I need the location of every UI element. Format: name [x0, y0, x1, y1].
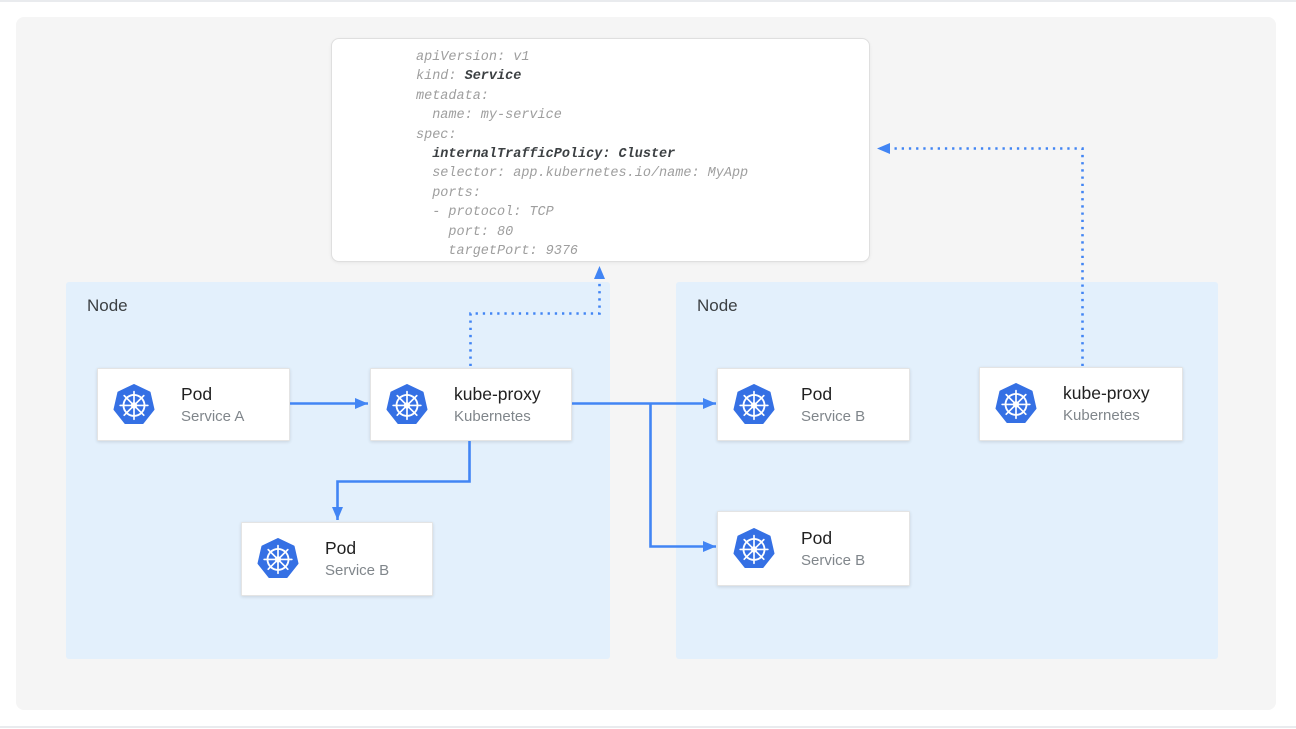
yaml-line: ports:: [416, 184, 869, 203]
yaml-text: port: 80: [416, 224, 514, 240]
yaml-text: - protocol: TCP: [416, 205, 554, 221]
yaml-line: apiVersion: v1: [416, 48, 869, 67]
yaml-text: [416, 147, 432, 162]
kube-proxy-left-card: kube-proxy Kubernetes: [370, 368, 572, 441]
card-subtitle: Service B: [801, 407, 866, 425]
node-left-label: Node: [87, 296, 128, 315]
card-subtitle: Service B: [325, 562, 390, 579]
card-subtitle: Service B: [801, 551, 866, 569]
yaml-line: metadata:: [416, 87, 869, 106]
yaml-line: name: my-service: [416, 106, 869, 125]
yaml-line: selector: app.kubernetes.io/name: MyApp: [416, 164, 869, 183]
card-title: Pod: [801, 527, 833, 548]
yaml-text: targetPort: 9376: [416, 244, 579, 260]
kubernetes-logo-icon: [257, 538, 299, 580]
yaml-text: spec:: [416, 127, 457, 143]
card-title: kube-proxy: [454, 383, 541, 404]
pod-service-b-left-card: Pod Service B: [241, 522, 433, 596]
yaml-text: kind:: [416, 69, 465, 85]
yaml-line: - protocol: TCP: [416, 203, 869, 222]
card-title: Pod: [181, 383, 213, 404]
yaml-text: metadata:: [416, 88, 489, 104]
card-title: Pod: [325, 538, 357, 558]
kubernetes-logo-icon: [733, 384, 775, 426]
yaml-text: selector: app.kubernetes.io/name: MyApp: [416, 166, 749, 182]
service-yaml-card: apiVersion: v1 kind: Service metadata: n…: [331, 38, 870, 262]
node-left: Node: [66, 282, 610, 659]
yaml-line: kind: Service: [416, 67, 869, 86]
card-title: Pod: [801, 383, 833, 404]
page-top-divider: [0, 0, 1296, 2]
pod-service-a-card: Pod Service A: [97, 368, 290, 441]
kubernetes-logo-icon: [995, 383, 1037, 425]
card-subtitle: Kubernetes: [454, 407, 531, 425]
yaml-line: internalTrafficPolicy: Cluster: [416, 145, 869, 164]
kubernetes-logo-icon: [113, 384, 155, 426]
card-title: kube-proxy: [1063, 383, 1150, 403]
page-bottom-divider: [0, 726, 1296, 728]
yaml-text-bold: Service: [464, 69, 522, 85]
kubernetes-logo-icon: [386, 384, 428, 426]
yaml-text: ports:: [416, 185, 481, 201]
yaml-line: port: 80: [416, 223, 869, 242]
kubernetes-logo-icon: [733, 528, 775, 570]
card-subtitle: Kubernetes: [1063, 407, 1140, 424]
pod-service-b-right-top-card: Pod Service B: [717, 368, 910, 441]
node-right: Node: [676, 282, 1218, 659]
node-right-label: Node: [697, 296, 738, 315]
card-subtitle: Service A: [181, 407, 245, 425]
yaml-line: spec:: [416, 126, 869, 145]
kube-proxy-right-card: kube-proxy Kubernetes: [979, 367, 1183, 441]
yaml-text-bold: internalTrafficPolicy: Cluster: [432, 147, 676, 163]
pod-service-b-right-bottom-card: Pod Service B: [717, 511, 910, 586]
yaml-text: name: my-service: [416, 108, 562, 124]
yaml-text: apiVersion: v1: [416, 50, 530, 65]
yaml-line: targetPort: 9376: [416, 242, 869, 261]
